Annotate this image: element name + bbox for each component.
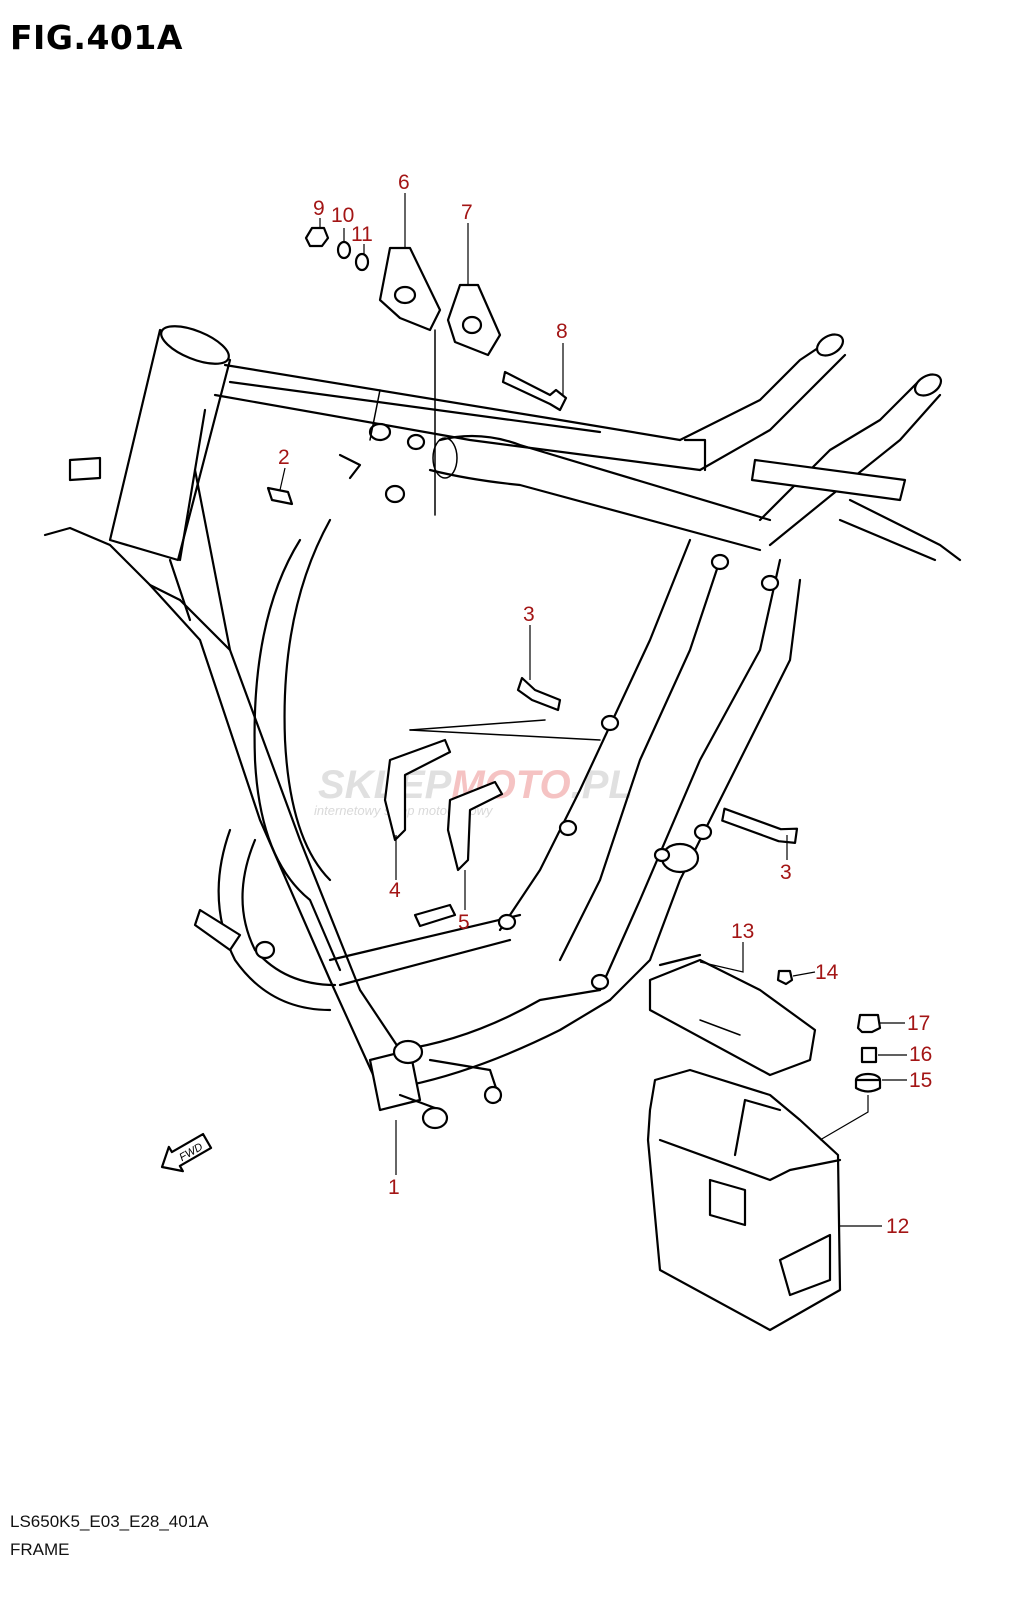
part-5-bracket — [413, 780, 504, 928]
callout-labels: 1 2 3 3 4 5 6 7 8 9 10 11 12 13 14 15 16… — [278, 171, 932, 1238]
callout-10: 10 — [331, 204, 354, 227]
callout-8: 8 — [556, 320, 568, 343]
part-17-bolt — [856, 1013, 882, 1034]
part-8-bolt — [501, 370, 568, 412]
frame-main — [43, 325, 962, 1130]
callout-15: 15 — [909, 1069, 932, 1092]
callout-11: 11 — [351, 223, 373, 246]
part-9-nut — [304, 226, 330, 248]
figure-title: FIG.401A — [10, 18, 183, 57]
callout-leaders — [279, 193, 907, 1227]
part-6-plate — [378, 246, 442, 332]
callout-6: 6 — [398, 171, 410, 194]
callout-5: 5 — [458, 911, 470, 934]
callout-3-lower: 3 — [780, 861, 792, 884]
part-12-battery-case — [646, 1068, 842, 1332]
part-13-cover — [648, 953, 817, 1077]
callout-4: 4 — [389, 879, 401, 902]
fwd-arrow-icon: FWD — [160, 1132, 213, 1173]
part-2-bolt — [266, 486, 294, 506]
figure-name: FRAME — [10, 1540, 70, 1559]
svg-text:SKLEPMOTO.PL: SKLEPMOTO.PL — [318, 763, 633, 807]
part-11-washer — [354, 252, 370, 272]
callout-2: 2 — [278, 446, 290, 469]
drawing-code: LS650K5_E03_E28_401A — [10, 1512, 209, 1531]
callout-3-upper: 3 — [523, 603, 535, 626]
part-4-bracket — [383, 738, 452, 842]
part-16-collar — [860, 1046, 878, 1064]
part-15-grommet — [854, 1072, 882, 1093]
callout-1: 1 — [388, 1176, 400, 1199]
part-14-screw — [776, 969, 794, 986]
part-7-plate — [446, 283, 502, 357]
part-3-bolt-upper — [516, 676, 562, 712]
part-10-washer — [336, 240, 352, 260]
callout-7: 7 — [461, 201, 473, 224]
part-3-bolt-lower — [721, 807, 799, 844]
callout-14: 14 — [815, 961, 839, 984]
callout-9: 9 — [313, 197, 325, 220]
callout-17: 17 — [907, 1012, 930, 1035]
callout-12: 12 — [886, 1215, 909, 1238]
callout-13: 13 — [731, 920, 754, 943]
callout-16: 16 — [909, 1043, 932, 1066]
